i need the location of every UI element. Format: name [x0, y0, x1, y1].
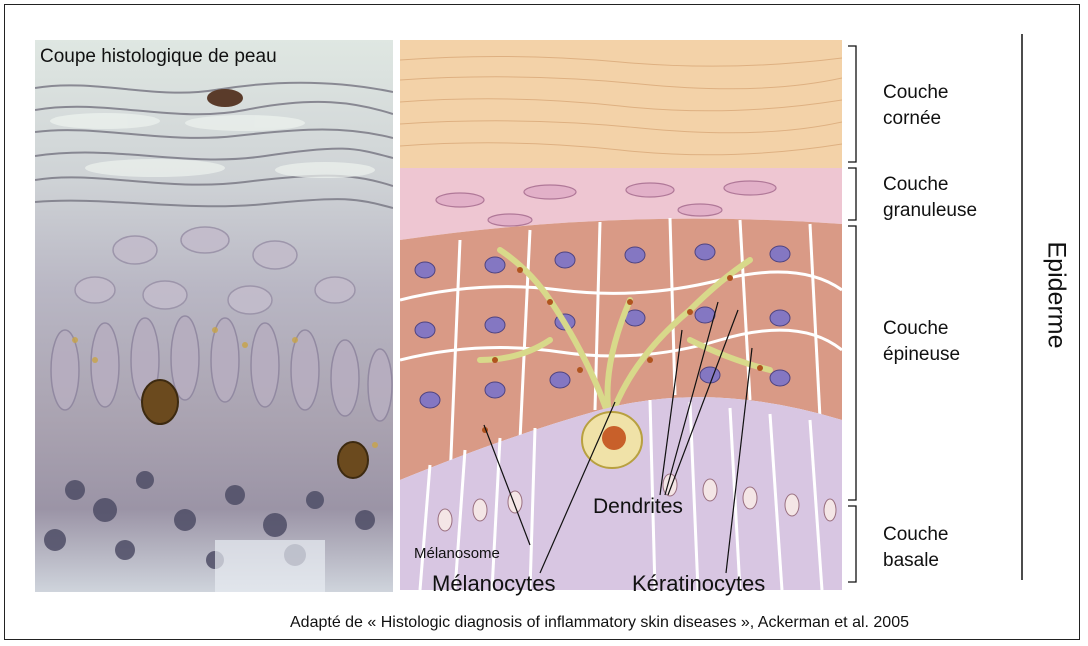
layer-label-spinosum: Couche épineuse [883, 316, 960, 368]
epidermis-label: Epiderme [1026, 215, 1086, 375]
source-credit: Adapté de « Histologic diagnosis of infl… [290, 614, 909, 632]
callout-keratinocytes: Kératinocytes [632, 571, 765, 597]
callout-dendrites: Dendrites [593, 495, 683, 519]
layer-label-corneum: Couche cornée [883, 80, 949, 132]
epidermis-label-text: Epiderme [1042, 242, 1071, 349]
stratum-corneum [400, 40, 842, 168]
layer-label-basale: Couche basale [883, 522, 949, 574]
photo-title: Coupe histologique de peau [40, 46, 277, 68]
callout-melanocytes: Mélanocytes [432, 571, 556, 597]
histology-photo [35, 40, 393, 592]
callout-melanosome: Mélanosome [414, 545, 500, 562]
histology-image [35, 40, 393, 592]
layer-label-granulosum: Couche granuleuse [883, 172, 977, 224]
